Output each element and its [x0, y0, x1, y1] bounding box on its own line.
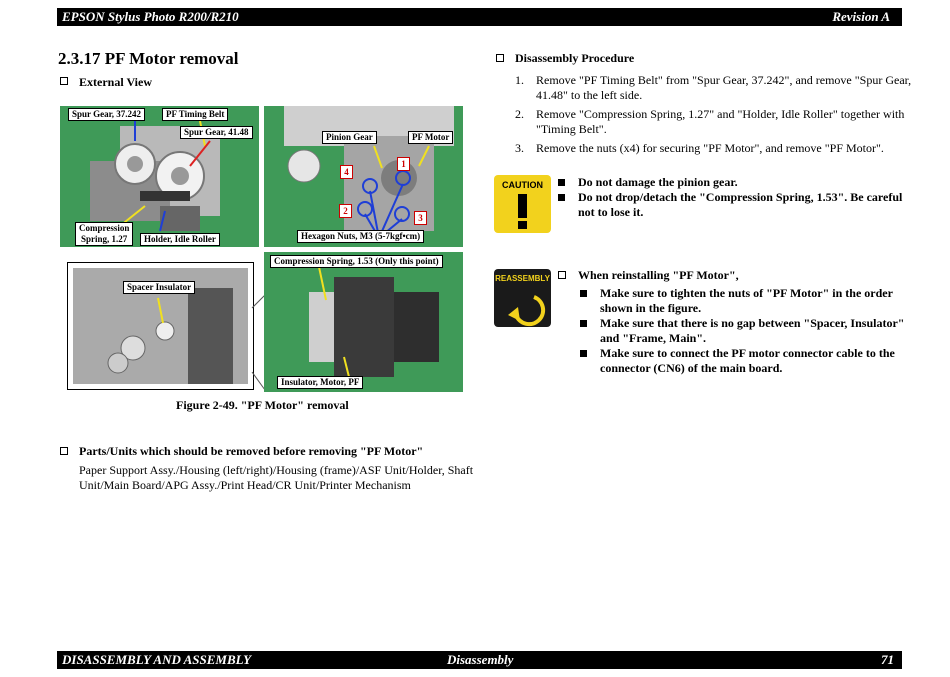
reassembly-heading: When reinstalling "PF Motor", — [578, 268, 739, 282]
label-holder-idle-roller: Holder, Idle Roller — [140, 233, 220, 246]
photo-pf-motor-nuts: Pinion Gear PF Motor 1 2 3 4 Hexagon Nut… — [264, 106, 463, 247]
header-bar: EPSON Stylus Photo R200/R210 Revision A — [57, 8, 902, 26]
step-3-text-line1: Remove the nuts (x4) for securing "PF Mo… — [536, 141, 884, 155]
checkbox-square-icon — [558, 271, 566, 279]
label-spur-gear-41: Spur Gear, 41.48 — [180, 126, 253, 139]
caution-icon-label: CAUTION — [502, 180, 543, 190]
caution-item-2-line1: Do not drop/detach the "Compression Spri… — [578, 190, 903, 204]
label-compression-spring-127-line2: Spring, 1.27 — [81, 234, 128, 244]
caution-item-1: Do not damage the pinion gear. — [578, 175, 738, 189]
callout-number-1: 1 — [397, 157, 410, 171]
reassembly-item-2-line1: Make sure that there is no gap between "… — [600, 316, 905, 330]
figure-caption: Figure 2-49. "PF Motor" removal — [176, 398, 349, 412]
caution-item-2-line2: not to lose it. — [578, 205, 644, 219]
parts-text-line1: Paper Support Assy./Housing (left/right)… — [79, 463, 474, 477]
label-pinion-gear: Pinion Gear — [322, 131, 377, 144]
return-arrow-icon — [508, 295, 546, 327]
label-hexagon-nuts: Hexagon Nuts, M3 (5-7kgf•cm) — [297, 230, 425, 243]
reassembly-icon: REASSEMBLY — [494, 269, 551, 327]
label-pf-motor: PF Motor — [408, 131, 454, 144]
reassembly-item-3-line2: connector (CN6) of the main board. — [600, 361, 783, 375]
checkbox-square-icon — [60, 77, 68, 85]
bullet-icon — [580, 290, 587, 297]
label-pf-timing-belt: PF Timing Belt — [162, 108, 229, 121]
photo-compression-spring-153: Compression Spring, 1.53 (Only this poin… — [264, 252, 463, 392]
step-2-text-line2: "Timing Belt". — [536, 122, 607, 136]
label-compression-spring-127: Compression Spring, 1.27 — [75, 222, 134, 246]
reassembly-icon-label: REASSEMBLY — [495, 274, 550, 283]
bullet-icon — [580, 350, 587, 357]
callout-number-3: 3 — [414, 211, 427, 225]
checkbox-square-icon — [60, 447, 68, 455]
parts-heading: Parts/Units which should be removed befo… — [79, 444, 424, 458]
spur-gear-illustration — [90, 120, 220, 232]
label-spur-gear-37: Spur Gear, 37.242 — [68, 108, 146, 121]
reassembly-item-3-line1: Make sure to connect the PF motor connec… — [600, 346, 895, 360]
checkbox-square-icon — [496, 54, 504, 62]
caution-icon: CAUTION — [494, 175, 551, 233]
page-number: 71 — [881, 652, 894, 667]
step-1-number: 1. — [515, 73, 524, 87]
step-3-number: 3. — [515, 141, 524, 155]
step-1-text-line1: Remove "PF Timing Belt" from "Spur Gear,… — [536, 73, 912, 87]
photo-spur-gears: Spur Gear, 37.242 PF Timing Belt Spur Ge… — [60, 106, 259, 247]
external-view-heading: External View — [79, 75, 152, 89]
procedure-heading: Disassembly Procedure — [515, 51, 635, 65]
photo-spacer-insulator-frame: Spacer Insulator — [67, 262, 254, 390]
compression-spring-illustration — [309, 266, 439, 378]
bullet-icon — [558, 194, 565, 201]
callout-number-2: 2 — [339, 204, 352, 218]
step-1-text-line2: 41.48" to the left side. — [536, 88, 643, 102]
footer-chapter: DISASSEMBLY AND ASSEMBLY — [62, 652, 252, 667]
parts-text-line2: Unit/Main Board/APG Assy./Print Head/CR … — [79, 478, 411, 492]
zoom-connector-lines — [251, 294, 266, 391]
footer-section: Disassembly — [447, 652, 514, 667]
photo-spacer-insulator: Spacer Insulator — [73, 268, 248, 384]
label-compression-spring-127-line1: Compression — [79, 223, 130, 233]
reassembly-item-2-line2: and "Frame, Main". — [600, 331, 706, 345]
label-compression-spring-153: Compression Spring, 1.53 (Only this poin… — [270, 255, 443, 268]
footer-bar: DISASSEMBLY AND ASSEMBLY Disassembly 71 — [57, 651, 902, 669]
manual-title: EPSON Stylus Photo R200/R210 — [62, 9, 239, 24]
reassembly-item-1-line2: shown in the figure. — [600, 301, 702, 315]
motor-nuts-illustration — [284, 106, 454, 239]
bullet-icon — [580, 320, 587, 327]
label-spacer-insulator: Spacer Insulator — [123, 281, 196, 294]
callout-number-4: 4 — [340, 165, 353, 179]
step-2-number: 2. — [515, 107, 524, 121]
step-2-text-line1: Remove "Compression Spring, 1.27" and "H… — [536, 107, 905, 121]
label-insulator-motor-pf: Insulator, Motor, PF — [277, 376, 364, 389]
bullet-icon — [558, 179, 565, 186]
exclamation-mark-icon — [518, 194, 527, 229]
section-title: 2.3.17 PF Motor removal — [58, 49, 239, 68]
revision-label: Revision A — [832, 9, 890, 24]
reassembly-item-1-line1: Make sure to tighten the nuts of "PF Mot… — [600, 286, 893, 300]
